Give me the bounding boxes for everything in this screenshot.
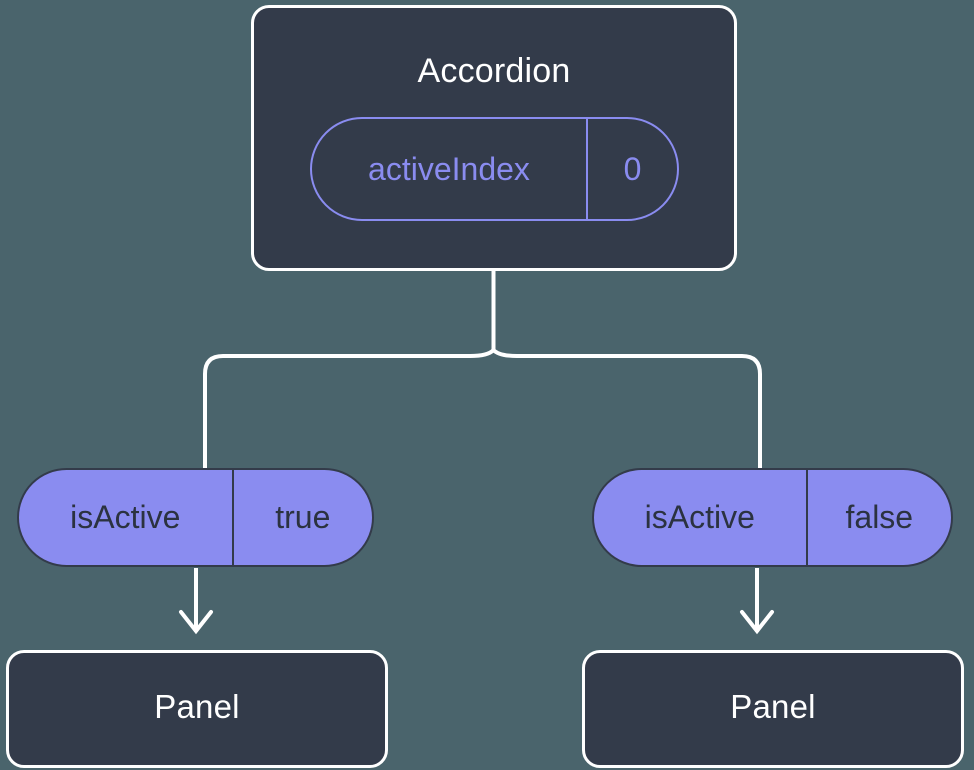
prop-pill-is-active-right[interactable]: isActive false [592,468,953,567]
state-pill-active-index-key: activeIndex [368,150,530,187]
state-pill-active-index[interactable]: activeIndex 0 [310,117,679,221]
arrowhead-left-chevron [179,610,213,635]
connector-root-to-branches [203,269,762,470]
node-panel-left[interactable]: Panel [6,650,388,768]
node-panel-left-title: Panel [154,688,240,725]
prop-pill-is-active-left[interactable]: isActive true [17,468,374,567]
prop-pill-is-active-left-value: true [231,470,372,565]
prop-pill-is-active-left-key: isActive [70,499,181,535]
node-accordion-title: Accordion [417,52,571,90]
node-panel-right[interactable]: Panel [582,650,964,768]
prop-pill-is-active-right-key: isActive [644,499,755,535]
state-pill-active-index-value: 0 [585,119,677,219]
arrowhead-right-chevron [740,610,774,635]
node-panel-right-title: Panel [730,688,816,725]
prop-pill-is-active-right-value: false [805,470,951,565]
